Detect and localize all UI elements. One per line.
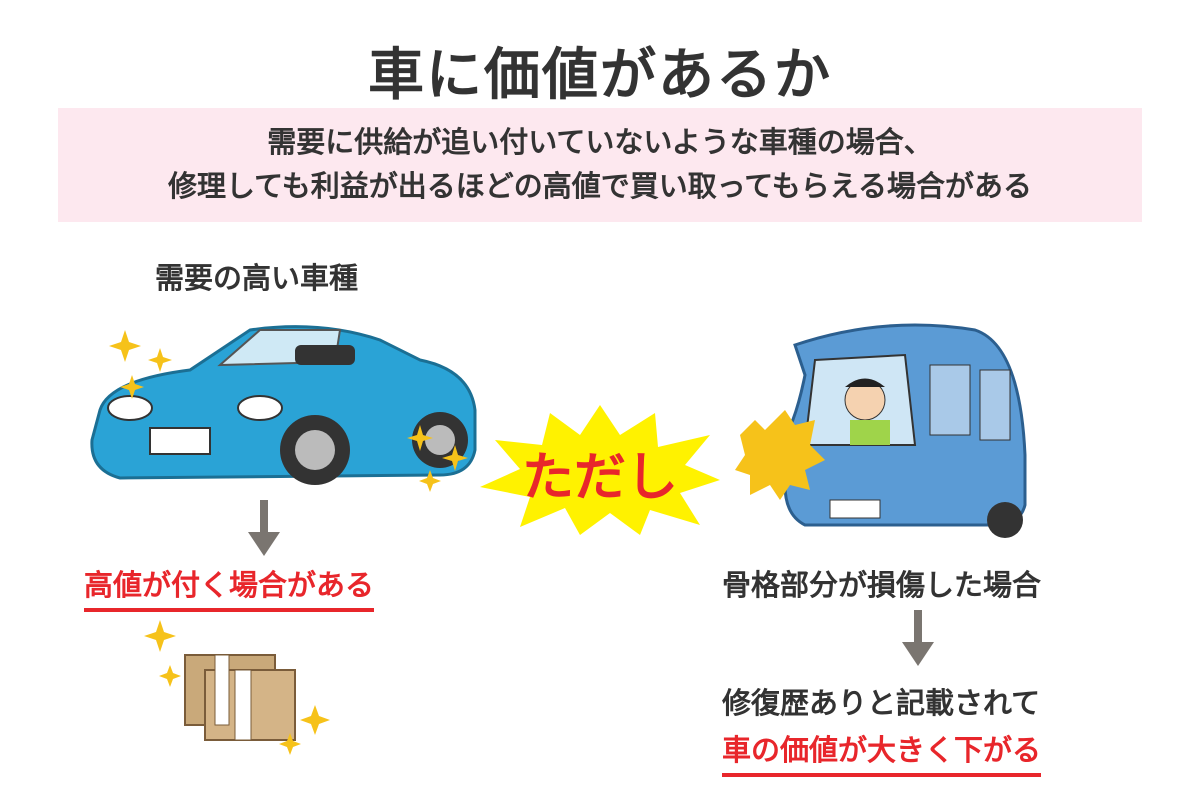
summary-box: 需要に供給が追い付いていないような車種の場合、 修理しても利益が出るほどの高値で… bbox=[58, 108, 1142, 222]
high-demand-label: 需要の高い車種 bbox=[155, 261, 359, 295]
page-title: 車に価値があるか bbox=[368, 43, 832, 108]
repair-history-text: 修復歴ありと記載されて bbox=[722, 686, 1041, 720]
convertible-car-illustration bbox=[90, 325, 477, 492]
summary-line-1: 需要に供給が追い付いていないような車種の場合、 bbox=[267, 125, 933, 159]
crashed-car-illustration bbox=[735, 323, 1027, 538]
value-drop-result: 車の価値が大きく下がる bbox=[722, 727, 1042, 777]
money-stack-illustration bbox=[144, 620, 330, 755]
sparkle-icon bbox=[109, 330, 468, 492]
however-label: ただし bbox=[522, 448, 679, 508]
high-price-result: 高値が付く場合がある bbox=[84, 562, 375, 612]
frame-damage-condition: 骨格部分が損傷した場合 bbox=[722, 568, 1042, 602]
down-arrow-icon bbox=[248, 500, 280, 556]
down-arrow-icon bbox=[902, 610, 934, 666]
summary-line-2: 修理しても利益が出るほどの高値で買い取ってもらえる場合がある bbox=[168, 169, 1032, 203]
starburst-shape bbox=[480, 405, 720, 535]
